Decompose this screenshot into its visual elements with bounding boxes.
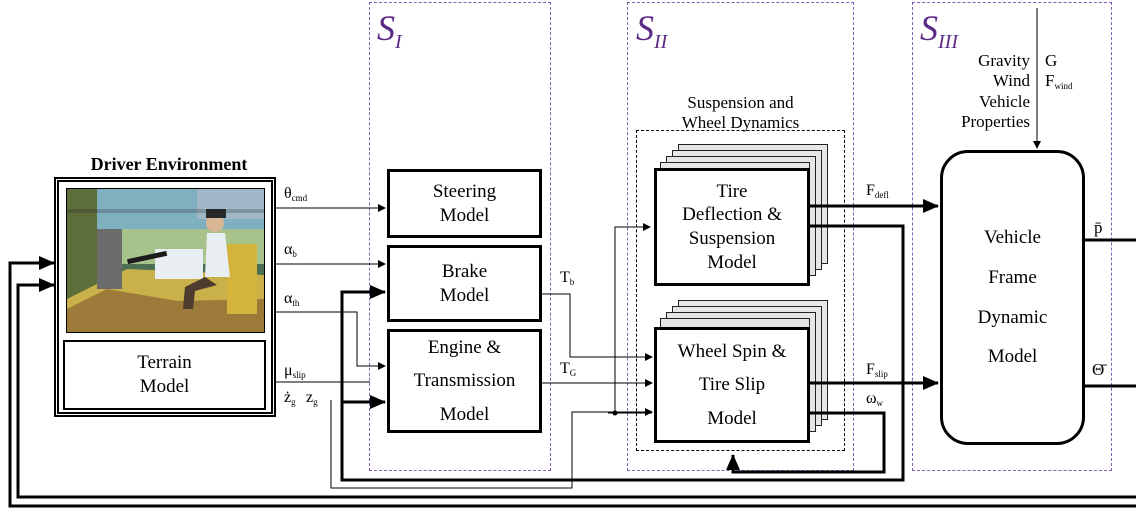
signal-alpha-th: αth: [284, 291, 299, 308]
tire-deflection-line-1: Tire: [717, 180, 748, 204]
signal-sub: slip: [875, 369, 888, 379]
external-label-gravity: Gravity: [940, 51, 1030, 71]
signal-sub: defl: [875, 190, 889, 200]
wheel-spin-block: Wheel Spin & Tire Slip Model: [654, 327, 810, 443]
signal-sub: cmd: [292, 193, 308, 203]
driver-environment-title: Driver Environment: [54, 155, 284, 173]
frame-line-2: Frame: [988, 258, 1037, 298]
signal-main: T: [560, 269, 570, 286]
external-label-vehicle: Vehicle: [940, 92, 1030, 112]
engine-line-3: Model: [440, 398, 490, 431]
signal-f-wind: Fwind: [1045, 72, 1072, 91]
signal-theta-cmd: θcmd: [284, 186, 307, 203]
junction-dot: [613, 411, 618, 416]
brake-line-2: Model: [440, 284, 490, 308]
wire-t-b: [541, 294, 652, 357]
terrain-model-line-2: Model: [140, 375, 190, 399]
signal-sub: th: [292, 298, 299, 308]
steering-line-1: Steering: [433, 180, 496, 204]
signal-z-dot: żg: [284, 390, 296, 407]
terrain-model-line-1: Terrain: [137, 351, 192, 375]
terrain-model-block: Terrain Model: [63, 340, 266, 410]
brake-model-block: Brake Model: [387, 245, 542, 322]
external-label-properties: Properties: [940, 112, 1030, 132]
signal-sub: w: [877, 398, 884, 408]
signal-omega-w: ωw: [866, 391, 883, 408]
signal-t-g: TG: [560, 361, 576, 378]
signal-sub: b: [292, 249, 297, 259]
frame-line-1: Vehicle: [984, 218, 1041, 258]
signal-main: μ: [284, 362, 293, 379]
signal-main: T: [560, 360, 570, 377]
signal-mu-slip: μslip: [284, 363, 306, 380]
tire-deflection-line-4: Model: [707, 251, 757, 275]
signal-f-slip: Fslip: [866, 362, 888, 379]
wheel-spin-line-2: Tire Slip: [699, 368, 765, 401]
signal-z: zg: [306, 390, 318, 407]
signal-t-b: Tb: [560, 270, 574, 287]
signal-main: F: [866, 361, 875, 378]
engine-line-1: Engine &: [428, 331, 501, 364]
signal-f-defl: Fdefl: [866, 183, 889, 200]
signal-sub: G: [570, 368, 577, 378]
signal-sub: slip: [293, 370, 306, 380]
signal-sub: g: [291, 397, 296, 407]
frame-line-4: Model: [988, 337, 1038, 377]
signal-g: G: [1045, 52, 1057, 69]
signal-theta-bar: Θ̄: [1092, 361, 1104, 378]
engine-line-2: Transmission: [414, 364, 516, 397]
signal-sub: g: [313, 397, 318, 407]
vehicle-frame-block: Vehicle Frame Dynamic Model: [940, 150, 1085, 445]
driver-simulator-photo: [66, 188, 265, 333]
wheel-spin-line-3: Model: [707, 402, 757, 435]
signal-main: θ: [284, 185, 292, 202]
signal-alpha-b: αb: [284, 242, 297, 259]
signal-main: ω: [866, 390, 877, 407]
tire-deflection-block: Tire Deflection & Suspension Model: [654, 168, 810, 286]
wire-alpha-th: [275, 312, 385, 366]
steering-model-block: Steering Model: [387, 169, 542, 238]
steering-line-2: Model: [440, 204, 490, 228]
tire-deflection-line-2: Deflection &: [682, 203, 782, 227]
wheel-spin-line-1: Wheel Spin &: [678, 335, 787, 368]
tire-deflection-line-3: Suspension: [689, 227, 776, 251]
external-input-labels: Gravity Wind Vehicle Properties: [940, 51, 1030, 133]
external-label-wind: Wind: [940, 71, 1030, 91]
signal-p-bar: p̄: [1094, 219, 1103, 236]
engine-transmission-block: Engine & Transmission Model: [387, 329, 542, 433]
signal-sub: wind: [1054, 81, 1072, 91]
frame-line-3: Dynamic: [978, 298, 1048, 338]
signal-main: F: [866, 182, 875, 199]
brake-line-1: Brake: [442, 260, 487, 284]
signal-sub: b: [570, 277, 575, 287]
wire-bus-vertical: [615, 227, 650, 413]
